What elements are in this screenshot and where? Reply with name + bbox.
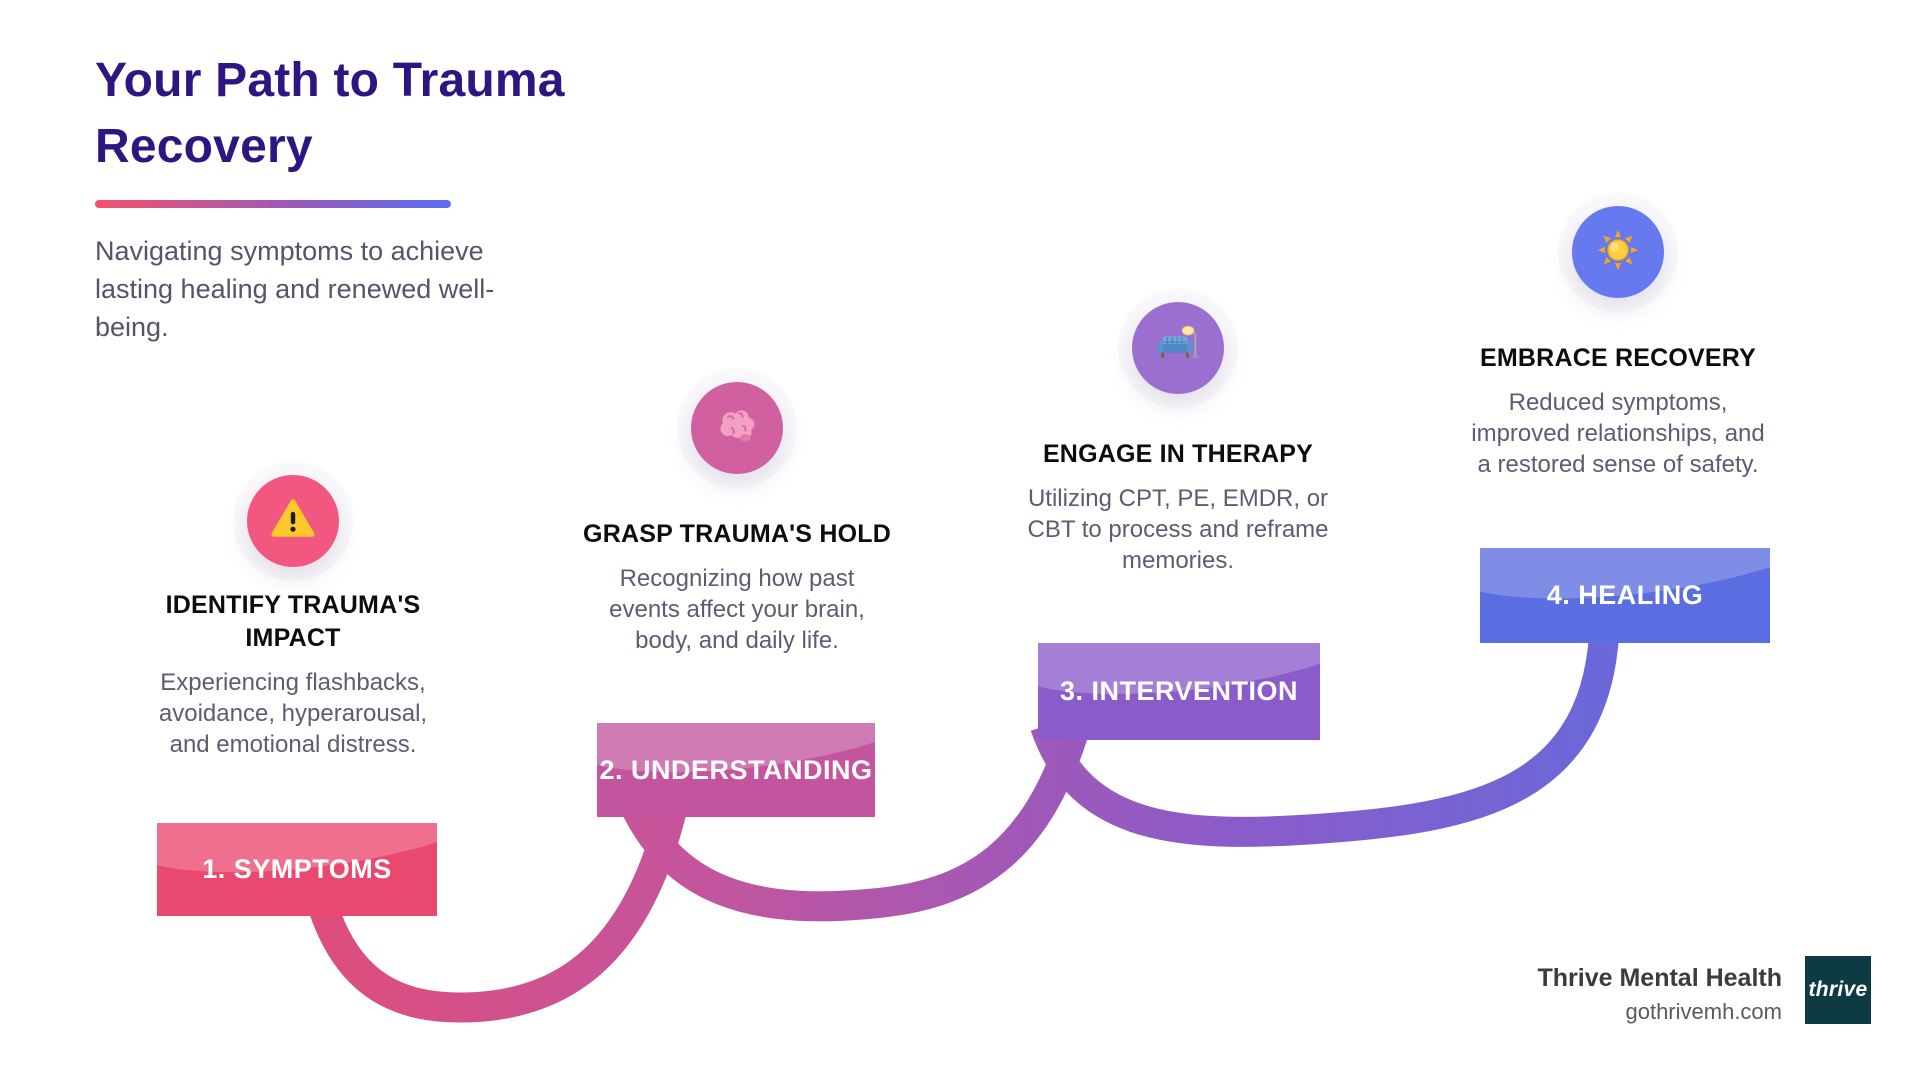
brand-name: Thrive Mental Health	[1537, 964, 1783, 992]
step-understanding-circle	[691, 382, 783, 474]
brand-website: gothrivemh.com	[1625, 999, 1782, 1024]
step-intervention-circle	[1132, 302, 1224, 394]
step-symptoms: IDENTIFY TRAUMA'S IMPACT Experiencing fl…	[143, 475, 443, 760]
footer-brand-block: Thrive Mental Health gothrivemh.com	[1538, 963, 1783, 1027]
banner-intervention-label: 3. INTERVENTION	[1059, 676, 1299, 706]
step-healing: EMBRACE RECOVERY Reduced symptoms, impro…	[1463, 206, 1773, 480]
banner-healing: 4. HEALING	[1480, 548, 1770, 643]
step-healing-body: Reduced symptoms, improved relationships…	[1471, 389, 1765, 478]
step-symptoms-body: Experiencing flashbacks, avoidance, hype…	[158, 669, 428, 758]
banner-healing-label: 4. HEALING	[1546, 580, 1704, 610]
page-subtitle: Navigating symptoms to achieve lasting h…	[95, 236, 495, 342]
title-underline	[95, 200, 451, 208]
step-intervention-heading: ENGAGE IN THERAPY	[1042, 440, 1314, 468]
thrive-logo: thrive	[1805, 956, 1871, 1024]
banner-symptoms: 1. SYMPTOMS	[157, 823, 437, 916]
banner-intervention: 3. INTERVENTION	[1038, 643, 1320, 740]
step-understanding: GRASP TRAUMA'S HOLD Recognizing how past…	[582, 382, 892, 656]
thrive-logo-text: thrive	[1808, 978, 1868, 1001]
sun-icon	[1595, 227, 1641, 278]
step-symptoms-heading: IDENTIFY TRAUMA'S IMPACT	[165, 591, 421, 652]
step-healing-heading: EMBRACE RECOVERY	[1480, 344, 1756, 372]
step-intervention-body: Utilizing CPT, PE, EMDR, or CBT to proce…	[1027, 485, 1329, 574]
therapy-couch-icon	[1155, 323, 1201, 374]
banner-understanding-label: 2. UNDERSTANDING	[599, 754, 873, 785]
banner-understanding: 2. UNDERSTANDING	[597, 723, 875, 817]
banner-symptoms-label: 1. SYMPTOMS	[202, 854, 392, 884]
brain-icon	[715, 404, 759, 453]
step-intervention: ENGAGE IN THERAPY Utilizing CPT, PE, EMD…	[1023, 302, 1333, 576]
step-understanding-heading: GRASP TRAUMA'S HOLD	[583, 520, 891, 548]
warning-icon	[270, 496, 316, 547]
step-healing-circle	[1572, 206, 1664, 298]
page-title: Your Path to Trauma Recovery	[95, 54, 565, 173]
step-understanding-body: Recognizing how past events affect your …	[609, 565, 865, 654]
step-symptoms-circle	[247, 475, 339, 567]
